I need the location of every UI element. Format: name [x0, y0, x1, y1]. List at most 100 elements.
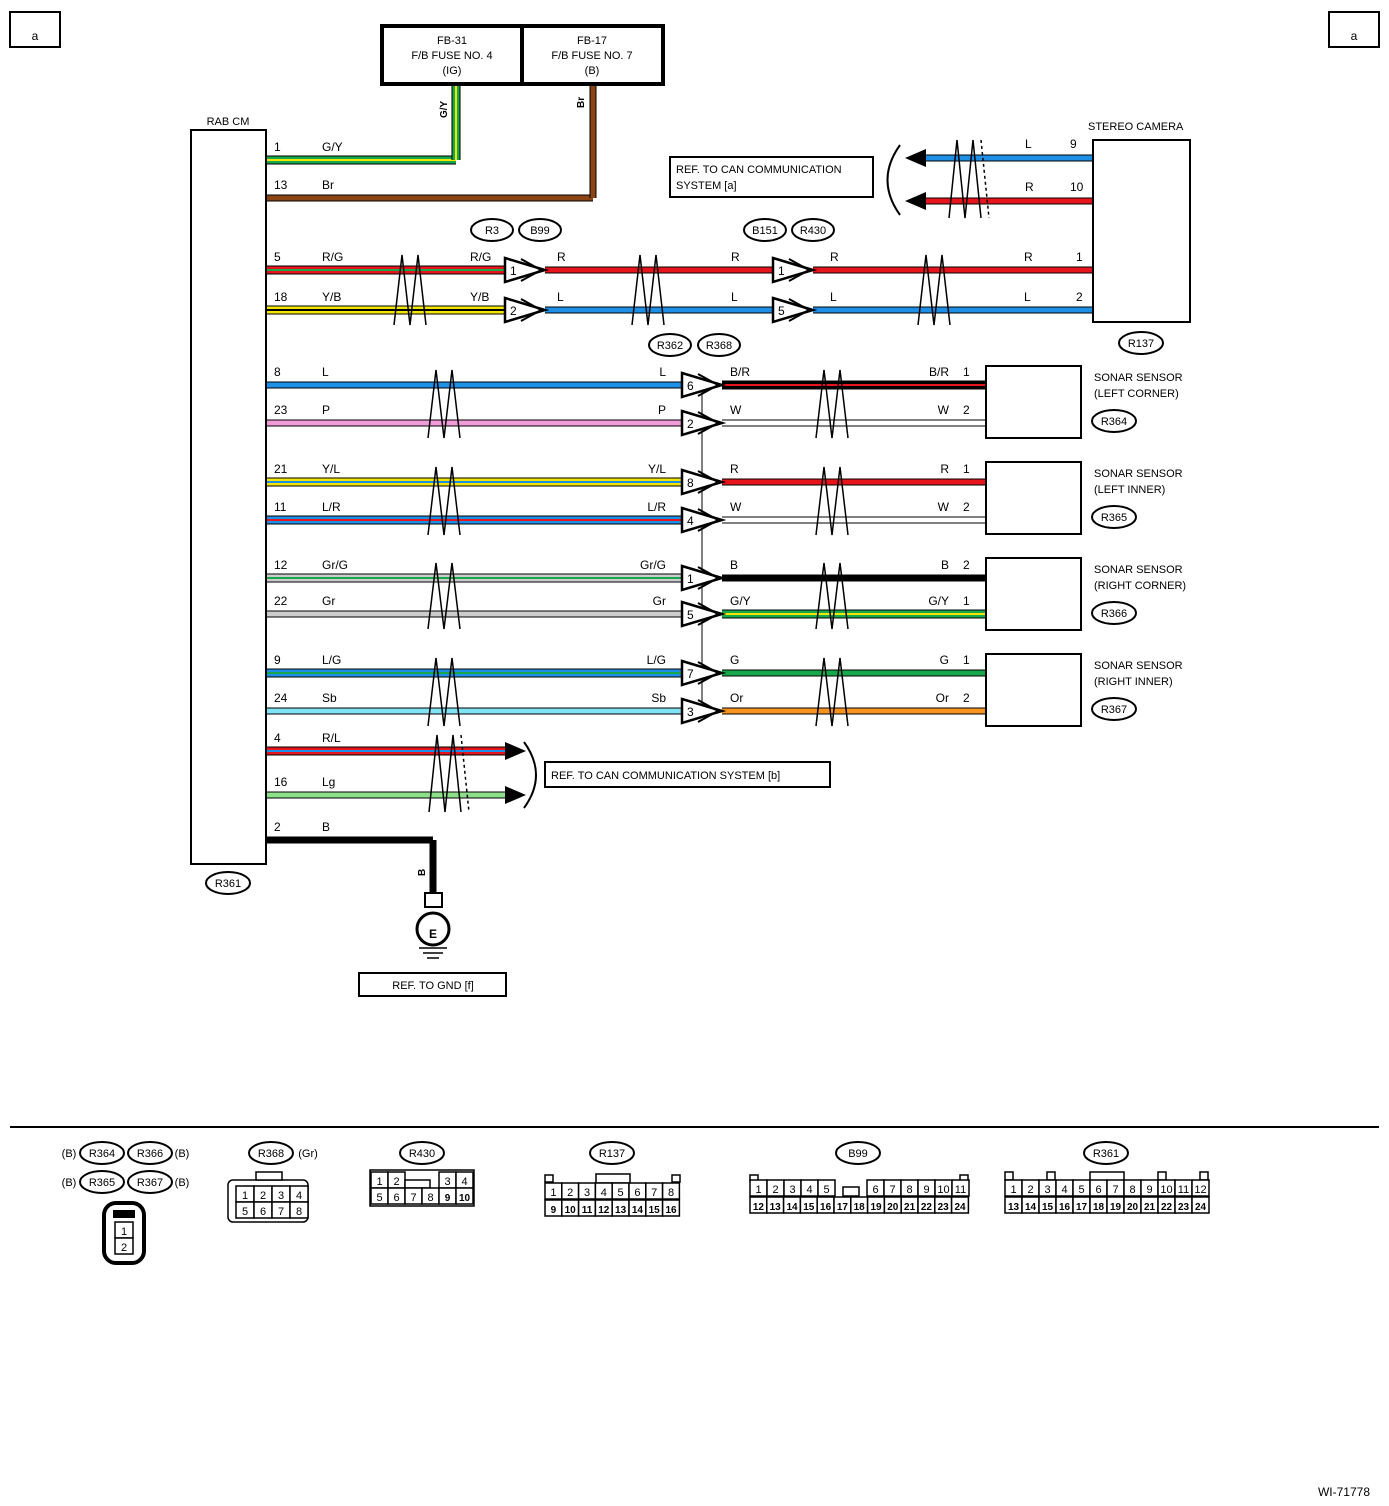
r361-key — [1004, 1171, 1014, 1181]
sonar-sensor-box — [985, 365, 1082, 439]
connector-view-pin: 10 — [937, 1184, 949, 1196]
connector-cavity — [817, 1179, 836, 1197]
connector-terminal-inner — [697, 411, 721, 435]
sonar-sensor-position: (LEFT INNER) — [1094, 484, 1165, 496]
terminal-number: 1 — [963, 653, 970, 667]
connector-id: B99 — [530, 225, 550, 237]
connector-cavity — [1191, 1196, 1210, 1214]
connector-view-oval — [127, 1141, 173, 1165]
twisted-pair-mark — [917, 254, 951, 326]
wire-color-vertical: Br — [576, 97, 587, 108]
connector-view-pin: 2 — [1027, 1184, 1033, 1196]
arrowhead — [905, 149, 926, 167]
can-a-note: REF. TO CAN COMMUNICATION — [676, 164, 842, 176]
connector-id: R137 — [1128, 338, 1154, 350]
wire-color: W — [730, 403, 742, 417]
connector-view-pin: 13 — [1008, 1202, 1020, 1213]
connector-view-pin: 5 — [242, 1206, 248, 1218]
connector-terminal — [680, 506, 727, 534]
connector-cavity — [951, 1179, 970, 1197]
connector-terminal-inner — [788, 258, 812, 282]
wire-color: Gr — [322, 594, 335, 608]
connector-view-pin: 8 — [296, 1206, 302, 1218]
connector-pin-number: 5 — [778, 304, 785, 318]
connector-terminal — [680, 564, 727, 592]
wire-color: R — [731, 250, 740, 264]
connector-pin-number: 7 — [687, 667, 694, 681]
connector-id-oval — [1091, 601, 1137, 625]
sonar-sensor-label: SONAR SENSOR — [1094, 564, 1183, 576]
connector-view-pin: 8 — [668, 1187, 674, 1199]
connector-view-pin: 15 — [1042, 1202, 1054, 1213]
connector-cavity — [661, 1182, 681, 1200]
connector-view-pin: 6 — [872, 1184, 878, 1196]
connector-view-oval — [835, 1141, 881, 1165]
connector-view-pin: 3 — [444, 1176, 450, 1188]
connector-pin-number: 4 — [687, 514, 694, 528]
sonar-sensor-position: (RIGHT CORNER) — [1094, 580, 1186, 592]
twisted-pair-mark — [427, 562, 461, 630]
terminal-number: 2 — [1076, 290, 1083, 304]
connector-id: R362 — [657, 340, 683, 352]
wire-color: R — [730, 462, 739, 476]
sonar-sensor-box — [985, 461, 1082, 535]
wire-color: L/R — [647, 500, 666, 514]
connector-terminal — [680, 409, 727, 437]
connector-view-pin: 5 — [376, 1192, 382, 1204]
connector-terminal — [503, 256, 550, 284]
connector-cavity — [1191, 1179, 1210, 1197]
connector-view-pin: 2 — [567, 1187, 573, 1199]
connector-view-oval — [127, 1170, 173, 1194]
fuse-name: F/B FUSE NO. 7 — [551, 50, 632, 62]
connector-id: R364 — [1101, 416, 1127, 428]
twisted-pair-mark — [428, 734, 462, 813]
twisted-pair-mark — [427, 466, 461, 536]
connector-id-oval — [697, 333, 741, 357]
connector-view-pin: 17 — [1076, 1202, 1088, 1213]
wire-color: R — [1025, 180, 1034, 194]
connector-view-id: R364 — [89, 1148, 115, 1160]
connector-view-pin: 1 — [121, 1226, 127, 1238]
twisted-pair-mark — [393, 254, 427, 326]
terminal-number: 1 — [963, 365, 970, 379]
connector-view-pin: 3 — [278, 1190, 284, 1202]
connector-view-pin: 11 — [955, 1184, 966, 1196]
wire-color: Sb — [322, 691, 337, 705]
connector-view-oval — [79, 1141, 125, 1165]
connector-view-tag: (B) — [62, 1148, 77, 1160]
wire-color: B — [941, 558, 949, 572]
connector-view-id: R366 — [137, 1148, 163, 1160]
r430-latch — [404, 1179, 431, 1189]
connector-view-pin: 20 — [887, 1202, 899, 1213]
rabcm-box — [190, 129, 267, 865]
connector-view-pin: 18 — [1093, 1202, 1105, 1213]
connector-view-pin: 10 — [459, 1193, 471, 1204]
connector-view-oval — [1083, 1141, 1129, 1165]
sonar-connector-latch — [113, 1210, 135, 1218]
r137-key — [671, 1174, 681, 1183]
connector-view-tag: (B) — [175, 1148, 190, 1160]
fuse-id: FB-17 — [577, 35, 607, 47]
r368-latch — [255, 1171, 283, 1181]
connector-view-oval — [79, 1170, 125, 1194]
terminal-number: 2 — [963, 403, 970, 417]
connector-id-oval — [1091, 697, 1137, 721]
connector-pin-number: 2 — [687, 417, 694, 431]
sonar-sensor-box — [985, 653, 1082, 727]
wire-color: Br — [322, 178, 334, 192]
connector-view-pin: 5 — [618, 1187, 624, 1199]
connector-cavity — [950, 1196, 970, 1214]
connector-pin-number: 5 — [687, 608, 694, 622]
twisted-pair-mark — [815, 466, 849, 536]
connector-view-id: R137 — [599, 1148, 625, 1160]
connector-view-pin: 19 — [870, 1202, 882, 1213]
terminal-number: 2 — [963, 691, 970, 705]
twisted-pair-mark — [815, 369, 849, 439]
connector-pin-number: 1 — [687, 572, 694, 586]
connector-pin-number: 2 — [510, 304, 517, 318]
connector-view-pin: 14 — [786, 1202, 798, 1213]
bracket — [886, 144, 901, 216]
connector-view-pin: 1 — [242, 1190, 248, 1202]
wire-color: R/G — [322, 250, 343, 264]
